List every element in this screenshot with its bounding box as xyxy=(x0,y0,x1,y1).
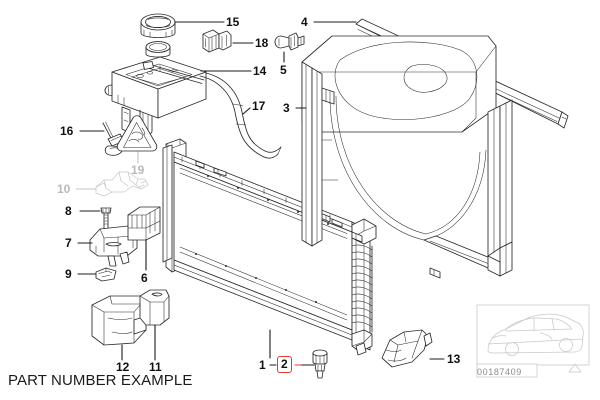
part-expansion-tank-cap xyxy=(140,13,176,38)
callout-15[interactable]: 15 xyxy=(226,15,240,29)
part-radiator-drain-plug xyxy=(312,349,328,379)
callout-3[interactable]: 3 xyxy=(283,101,290,115)
callout-14[interactable]: 14 xyxy=(253,64,267,78)
part-radiator-mounting-bracket-upper xyxy=(95,171,149,197)
callout-5[interactable]: 5 xyxy=(280,63,287,77)
callout-8[interactable]: 8 xyxy=(65,204,72,218)
callout-11[interactable]: 11 xyxy=(149,360,162,374)
part-coolant-warning-label xyxy=(116,115,158,152)
callout-17[interactable]: 17 xyxy=(252,99,266,113)
part-radiator-side-tank xyxy=(351,218,377,356)
part-radiator-rubber-mount-lower xyxy=(139,289,170,326)
part-retaining-clip xyxy=(202,29,232,53)
callout-6[interactable]: 6 xyxy=(141,271,148,285)
diagram-number: 00187409 xyxy=(477,367,522,377)
callout-13[interactable]: 13 xyxy=(447,352,461,366)
callout-1[interactable]: 1 xyxy=(259,358,266,372)
part-fan-shroud xyxy=(301,35,513,279)
page-title: PART NUMBER EXAMPLE xyxy=(8,372,193,389)
callout-2-selected[interactable]: 2 xyxy=(277,356,292,373)
callout-19[interactable]: 19 xyxy=(131,163,145,177)
callout-16[interactable]: 16 xyxy=(60,124,74,138)
leader-lines xyxy=(75,21,445,366)
part-mounting-screw xyxy=(100,207,112,231)
part-air-duct-right xyxy=(381,329,433,368)
part-coolant-hose xyxy=(199,72,282,159)
vehicle-thumbnail xyxy=(476,304,590,378)
part-retaining-block xyxy=(127,206,161,241)
part-air-duct-left xyxy=(91,295,147,346)
callout-7[interactable]: 7 xyxy=(65,236,72,250)
callout-18[interactable]: 18 xyxy=(255,36,269,50)
part-shroud-fastener xyxy=(274,32,305,51)
callout-4[interactable]: 4 xyxy=(301,15,308,29)
part-coolant-expansion-tank xyxy=(104,41,207,136)
part-small-clip xyxy=(95,267,117,282)
callout-10[interactable]: 10 xyxy=(57,182,71,196)
callout-9[interactable]: 9 xyxy=(65,267,72,281)
part-radiator-core xyxy=(162,138,353,341)
callout-12[interactable]: 12 xyxy=(116,360,130,374)
